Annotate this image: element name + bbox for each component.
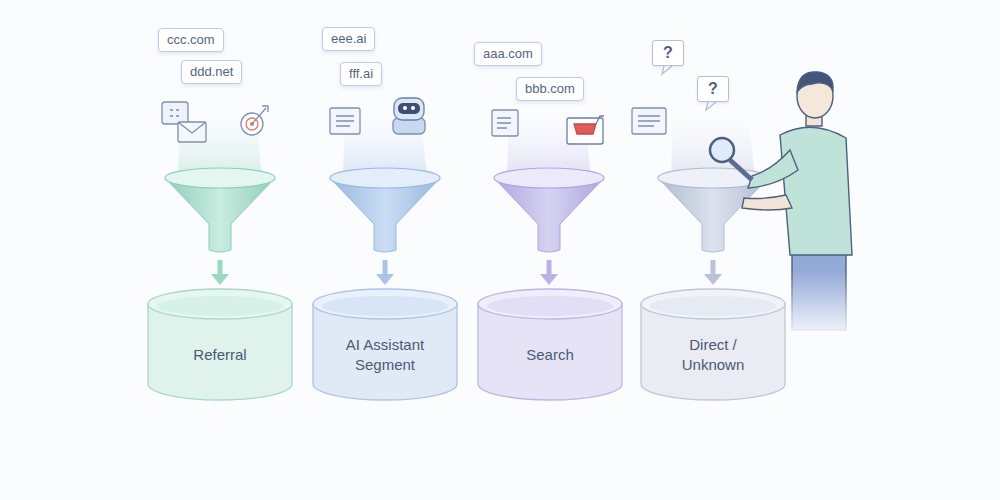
domain-label: eee.ai [331,31,366,47]
funnel-rim [330,168,440,188]
domain-tag: bbb.com [516,77,584,101]
chat-icon [162,102,188,124]
domain-label: aaa.com [483,46,533,62]
segment-label: Search [526,345,574,365]
flow-arrow-head [376,274,394,285]
document-lines [497,118,511,128]
bubble-tail [662,66,672,74]
robot-eye [411,106,415,110]
domain-tag: eee.ai [322,27,375,51]
robot-eye [403,106,407,110]
funnel-body [165,178,275,252]
document-lines [638,116,660,126]
bucket-outline [477,288,623,400]
domain-tag: ccc.com [158,28,224,52]
document-icon [632,108,666,134]
question-bubble: ? [652,40,684,66]
question-bubble: ? [697,76,729,102]
flow-arrow-shaft [218,260,223,276]
domain-tag: fff.ai [340,62,382,86]
flow-arrow-head [540,274,558,285]
segment-bucket: Direct / Unknown [640,288,786,400]
funnel-rim [165,168,275,188]
funnel-body [330,178,440,252]
bucket-outline [147,288,293,400]
flow-arrow-head [704,274,722,285]
bubble-tail [706,102,716,110]
segment-label: Referral [193,345,246,365]
flow-arrow-shaft [383,260,388,276]
bucket-water [157,296,283,316]
question-mark: ? [708,79,718,99]
magnifier-lens [710,138,734,162]
bucket-top [313,289,457,319]
domain-label: ccc.com [167,32,215,48]
torso [780,127,852,255]
segment-bucket: Search [477,288,623,400]
other-arm [742,195,792,210]
cart-basket [574,124,596,134]
domain-label: bbb.com [525,81,575,97]
chat-dots [170,110,179,116]
segment-bucket: Referral [147,288,293,400]
bucket-water [322,296,448,316]
domain-label: ddd.net [190,64,233,80]
bucket-top [478,289,622,319]
envelope-icon [178,122,206,142]
flow-arrow-shaft [547,260,552,276]
funnel-rim [494,168,604,188]
funnels [165,168,768,285]
hair [797,72,833,92]
flow-arrow-head [211,274,229,285]
segment-bucket: AI Assistant Segment [312,288,458,400]
robot-head [394,98,424,120]
funnel-body [658,178,768,252]
document-lines [336,116,354,126]
bucket-top [641,289,785,319]
flow-arrow-shaft [711,260,716,276]
question-mark: ? [663,43,673,63]
bucket-water [650,296,776,316]
document-icon [330,108,360,134]
funnel-body [494,178,604,252]
light-beams [178,110,755,178]
target-dart [252,106,268,124]
document-icon [492,110,518,136]
bucket-top [148,289,292,319]
domain-label: fff.ai [349,66,373,82]
robot-visor [398,103,420,114]
magnifier-handle [730,160,752,180]
icons [162,66,716,144]
segment-label: AI Assistant Segment [329,335,441,375]
segment-label: Direct / Unknown [657,335,769,375]
domain-tag: aaa.com [474,42,542,66]
envelope-flap [178,122,206,133]
cart-handle [596,116,604,124]
arm [748,150,798,188]
domain-tag: ddd.net [181,60,242,84]
bucket-water [487,296,613,316]
